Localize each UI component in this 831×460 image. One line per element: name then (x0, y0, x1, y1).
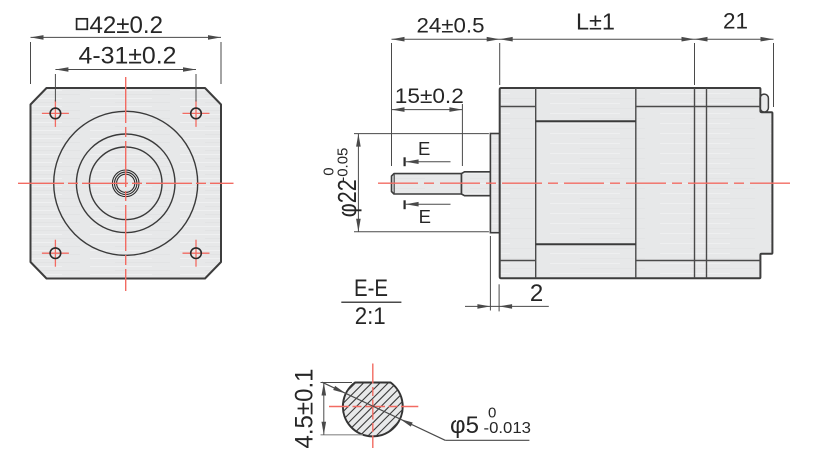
svg-text:0: 0 (488, 405, 496, 422)
svg-text:42±0.2: 42±0.2 (90, 12, 164, 39)
svg-text:4.5±0.1: 4.5±0.1 (291, 369, 319, 449)
svg-text:-0.013: -0.013 (484, 420, 532, 437)
svg-text:φ22: φ22 (334, 179, 362, 217)
svg-text:2: 2 (530, 280, 543, 307)
svg-text:-0.05: -0.05 (335, 148, 352, 182)
svg-text:2:1: 2:1 (355, 303, 386, 330)
svg-text:4-31±0.2: 4-31±0.2 (79, 43, 177, 70)
svg-text:L±1: L±1 (576, 9, 615, 35)
svg-text:24±0.5: 24±0.5 (417, 13, 485, 37)
svg-text:E: E (419, 206, 431, 227)
svg-text:15±0.2: 15±0.2 (395, 84, 464, 108)
svg-text:φ5: φ5 (450, 412, 479, 439)
svg-text:E: E (418, 138, 430, 159)
svg-text:21: 21 (723, 9, 748, 34)
svg-text:0: 0 (321, 167, 338, 175)
svg-text:E-E: E-E (354, 275, 388, 302)
